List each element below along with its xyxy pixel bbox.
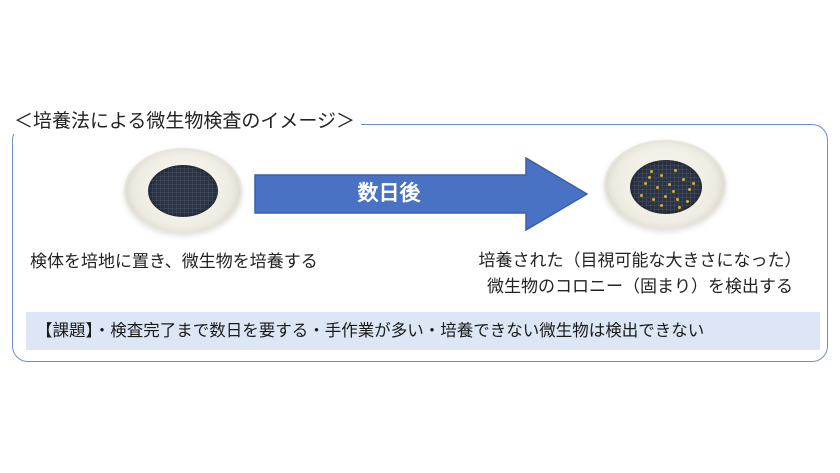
bacterial-colony-icon <box>676 198 679 201</box>
bacterial-colony-icon <box>660 174 663 177</box>
membrane-filter-icon <box>148 165 218 217</box>
bacterial-colony-icon <box>656 186 659 189</box>
membrane-filter-with-colonies-icon <box>630 160 702 214</box>
bacterial-colony-icon <box>640 194 643 197</box>
bacterial-colony-icon <box>652 198 655 201</box>
bacterial-colony-icon <box>648 176 651 179</box>
diagram-title: ＜培養法による微生物検査のイメージ＞ <box>10 108 362 134</box>
bacterial-colony-icon <box>674 169 677 172</box>
right-caption-line-1: 培養された（目視可能な大きさになった） <box>478 251 802 271</box>
left-caption: 検体を培地に置き、微生物を培養する <box>30 252 318 272</box>
arrow-label: 数日後 <box>357 181 421 205</box>
bacterial-colony-icon <box>682 178 685 181</box>
bacterial-colony-icon <box>660 204 663 207</box>
bacterial-colony-icon <box>668 183 671 186</box>
right-caption-line-2: 微生物のコロニー（固まり）を検出する <box>487 277 793 297</box>
diagram-frame <box>12 124 828 362</box>
bacterial-colony-icon <box>678 206 681 209</box>
bacterial-colony-icon <box>686 200 689 203</box>
bacterial-colony-icon <box>664 195 667 198</box>
bacterial-colony-icon <box>688 188 691 191</box>
bacterial-colony-icon <box>650 170 653 173</box>
right-arrow-icon <box>254 157 588 231</box>
bacterial-colony-icon <box>644 182 647 185</box>
bacterial-colony-icon <box>692 182 695 185</box>
issues-box: 【課題】・検査完了まで数日を要する・手作業が多い・培養できない微生物は検出できな… <box>26 312 820 350</box>
bacterial-colony-icon <box>672 190 675 193</box>
